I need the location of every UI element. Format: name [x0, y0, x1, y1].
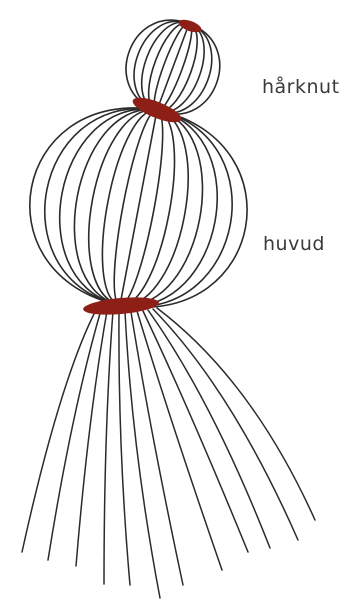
hanging-strand: [22, 310, 96, 552]
hanging-strand: [153, 309, 298, 540]
head-strand: [122, 110, 174, 305]
head-label: huvud: [263, 233, 325, 255]
hanging-strand: [143, 311, 248, 552]
hanging-strand: [137, 311, 222, 570]
hair-knot-label: hårknut: [262, 76, 340, 98]
head-strand: [123, 111, 188, 306]
hanging-strand: [125, 312, 160, 598]
hanging-strands: [22, 308, 315, 598]
hair-knot-strand: [157, 24, 189, 110]
head-strand: [30, 108, 151, 304]
hanging-strand: [131, 312, 183, 585]
hanging-strand: [119, 312, 130, 585]
head-strands: [30, 108, 247, 307]
hanging-strand: [104, 311, 113, 584]
head-strand: [89, 109, 155, 304]
head-strand: [120, 110, 157, 305]
hanging-strand: [76, 311, 107, 566]
head-strand: [102, 110, 155, 305]
hanging-strand: [48, 310, 101, 560]
hanging-strand: [148, 310, 270, 548]
head-strand: [127, 111, 247, 307]
